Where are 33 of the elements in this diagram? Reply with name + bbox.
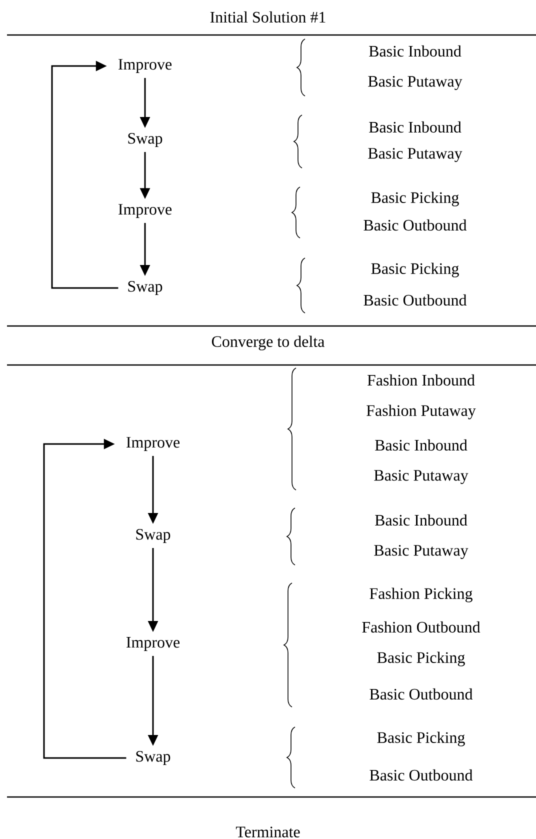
section-heading: Initial Solution #1: [210, 11, 326, 23]
step-label: Improve: [118, 59, 172, 73]
task-label: Basic Outbound: [370, 769, 473, 781]
task-label: Fashion Picking: [370, 588, 472, 602]
task-label: Basic Putaway: [374, 470, 468, 484]
task-label: Fashion Putaway: [366, 404, 476, 420]
task-label: Basic Putaway: [368, 76, 462, 90]
task-label: Basic Inbound: [369, 45, 462, 57]
arrow: [51, 60, 118, 289]
step-label: Swap: [128, 133, 162, 147]
task-label: Basic Outbound: [364, 219, 467, 231]
task-label: Fashion Inbound: [367, 374, 475, 386]
step-label: Swap: [136, 751, 170, 765]
arrow: [43, 438, 126, 759]
step-label: Improve: [118, 204, 172, 218]
step-label: Improve: [126, 437, 180, 451]
task-label: Basic Picking: [377, 652, 465, 666]
section-heading: Terminate: [236, 826, 300, 838]
task-label: Basic Picking: [377, 732, 465, 746]
task-label: Basic Outbound: [370, 688, 473, 700]
task-label: Basic Inbound: [375, 439, 468, 451]
task-label: Fashion Outbound: [362, 621, 480, 633]
task-label: Basic Putaway: [368, 148, 462, 162]
step-label: Swap: [128, 281, 162, 295]
task-label: Basic Inbound: [369, 121, 462, 133]
section-heading: Converge to delta: [212, 336, 324, 350]
task-label: Basic Inbound: [375, 514, 468, 526]
task-label: Basic Picking: [371, 262, 459, 278]
step-label: Improve: [126, 637, 180, 651]
task-label: Basic Picking: [371, 192, 459, 206]
task-label: Basic Outbound: [364, 294, 467, 306]
task-label: Basic Putaway: [374, 545, 468, 560]
step-label: Swap: [136, 529, 170, 543]
